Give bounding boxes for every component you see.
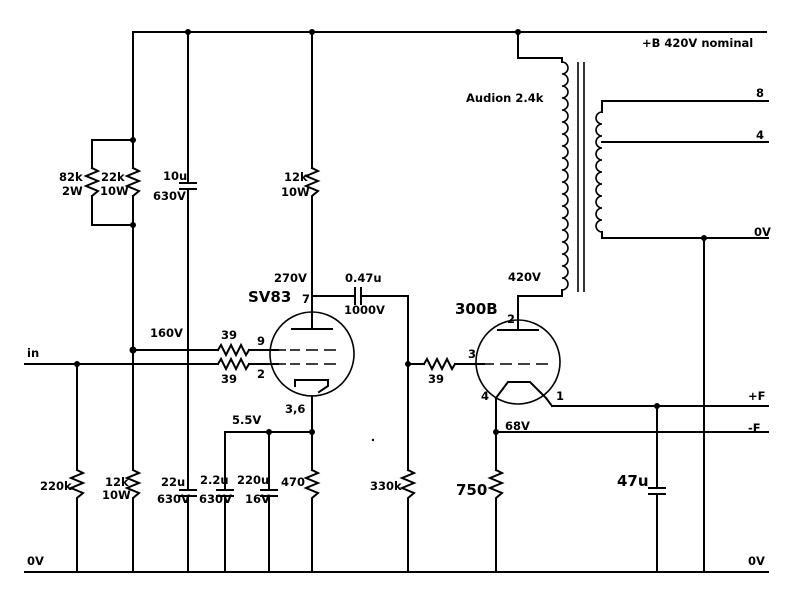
pin-9: 9 <box>257 334 265 348</box>
pin-2: 2 <box>257 367 265 381</box>
resistor-12k-top <box>303 31 321 309</box>
v420-label: 420V <box>508 270 541 284</box>
r12k-top-rating: 10W <box>281 185 310 199</box>
c47u-value: 47u <box>617 472 649 490</box>
r82k-rating: 2W <box>62 184 83 198</box>
c047-value: 0.47u <box>345 271 382 285</box>
r39-g2-value: 39 <box>221 328 237 342</box>
resistor-12k-bottom <box>124 468 142 505</box>
v68-label: 68V <box>505 419 530 433</box>
r12k-bottom-rating: 10W <box>102 488 131 502</box>
v5-5-label: 5.5V <box>232 413 261 427</box>
resistor-39-g2 <box>216 342 251 358</box>
resistor-22k <box>124 166 142 198</box>
r82k-value: 82k <box>59 170 83 184</box>
r39-output-value: 39 <box>428 372 444 386</box>
300b-label: 300B <box>455 300 498 318</box>
input-label: in <box>27 346 39 360</box>
resistor-39-g1 <box>216 356 251 372</box>
c047-rating: 1000V <box>344 303 385 317</box>
r12k-bottom-value: 12k <box>105 475 129 489</box>
v270-label: 270V <box>274 271 307 285</box>
resistor-330k <box>399 363 417 573</box>
tap-4-label: 4 <box>756 128 764 142</box>
c22u-value: 22u <box>161 475 185 489</box>
output-transformer <box>517 31 769 297</box>
junction-dot <box>130 137 136 143</box>
c2-2u-rating: 630V <box>199 492 232 506</box>
sv83-tube <box>269 295 355 433</box>
r22k-value: 22k <box>101 170 125 184</box>
heater-neg-label: -F <box>748 421 761 435</box>
pin-3: 3 <box>468 347 476 361</box>
pin-4: 4 <box>481 389 489 403</box>
c220u-rating: 16V <box>245 492 270 506</box>
r39-g1-value: 39 <box>221 372 237 386</box>
pin-7: 7 <box>302 292 310 306</box>
300b-tube <box>475 295 561 433</box>
c10u-value: 10u <box>163 169 187 183</box>
resistor-750 <box>487 431 505 573</box>
c10u-rating: 630V <box>153 189 186 203</box>
r12k-top-value: 12k <box>284 170 308 184</box>
resistor-470 <box>303 431 321 573</box>
sv83-label: SV83 <box>248 288 291 306</box>
zero-v-right-label: 0V <box>748 554 765 568</box>
pin-2-output: 2 <box>507 312 515 326</box>
junction-dot <box>130 222 136 228</box>
heater-pos-label: +F <box>748 389 766 403</box>
capacitor-220u <box>260 431 278 573</box>
resistor-39-output <box>422 356 457 372</box>
v160-label: 160V <box>150 326 183 340</box>
zero-v-left-label: 0V <box>27 554 44 568</box>
pin-3-6: 3,6 <box>285 402 305 416</box>
capacitor-047u <box>311 287 409 365</box>
r220k-value: 220k <box>40 479 72 493</box>
tap-8-label: 8 <box>756 86 764 100</box>
transformer-label: Audion 2.4k <box>466 91 544 105</box>
r22k-rating: 10W <box>100 184 129 198</box>
c22u-rating: 630V <box>157 492 190 506</box>
capacitor-47u <box>648 405 666 573</box>
resistor-82k <box>83 166 101 198</box>
pin-1: 1 <box>556 389 564 403</box>
c2-2u-value: 2.2u <box>200 473 229 487</box>
resistor-220k <box>68 363 86 573</box>
capacitor-10u <box>179 31 197 573</box>
capacitor-2-2u <box>216 431 234 573</box>
b-plus-label: +B 420V nominal <box>642 36 753 50</box>
tap-0v-label: 0V <box>754 225 771 239</box>
r750-value: 750 <box>456 481 487 499</box>
c220u-value: 220u <box>237 473 269 487</box>
r470-value: 470 <box>281 475 305 489</box>
r330k-value: 330k <box>370 479 402 493</box>
stray-mark <box>371 438 375 442</box>
